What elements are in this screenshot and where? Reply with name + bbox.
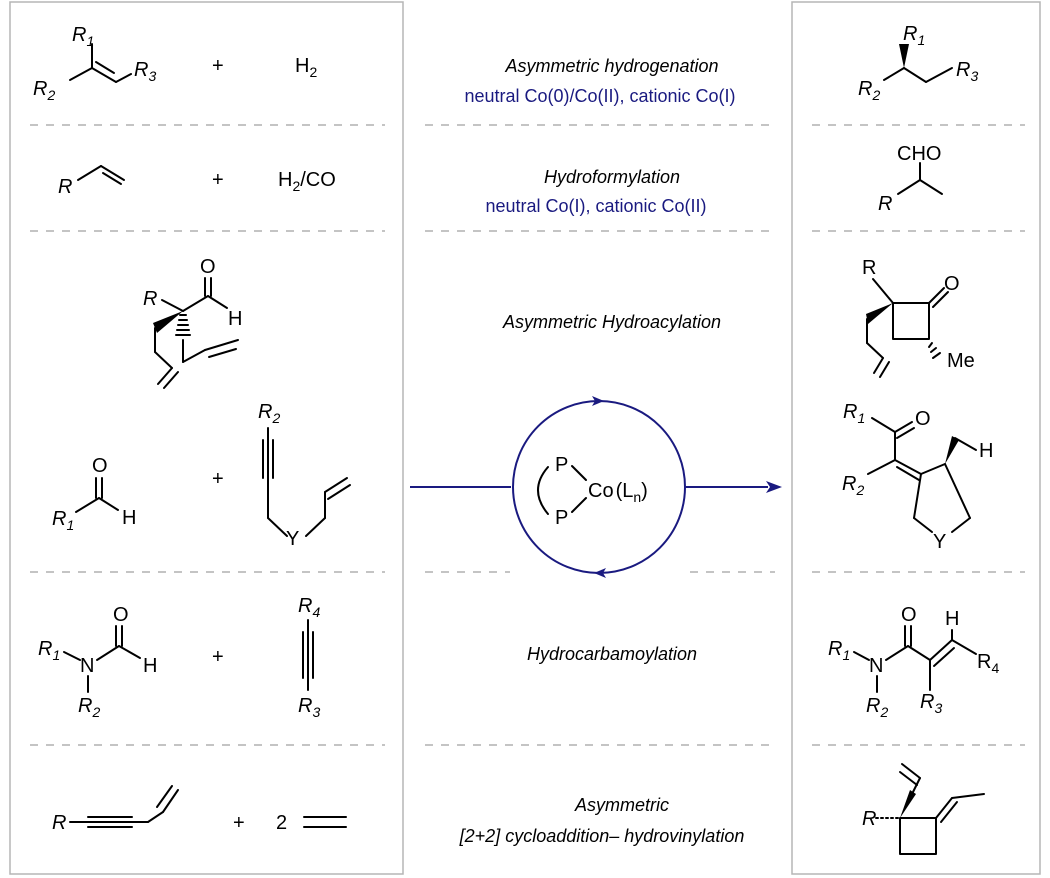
row1-reagent-h2: H2	[295, 55, 317, 80]
row2-reaction-name: Hydroformylation	[544, 167, 680, 187]
svg-text:H: H	[945, 608, 959, 630]
svg-text:R2: R2	[866, 695, 888, 720]
svg-text:P: P	[555, 454, 568, 476]
svg-text:R1: R1	[72, 24, 94, 49]
svg-text:Y: Y	[933, 531, 946, 553]
row1-plus: +	[212, 55, 224, 77]
svg-text:R4: R4	[977, 651, 999, 676]
svg-text:R2: R2	[842, 473, 864, 498]
row6-ethylene-count: 2	[276, 812, 287, 834]
svg-text:R: R	[52, 812, 66, 834]
svg-text:R2: R2	[33, 78, 55, 103]
row6-plus: +	[233, 812, 245, 834]
svg-text:R2: R2	[78, 695, 100, 720]
row-separators	[30, 124, 1025, 746]
arrow-head-icon	[766, 481, 782, 493]
svg-text:P: P	[555, 507, 568, 529]
svg-text:R1: R1	[38, 638, 60, 663]
svg-text:H: H	[979, 440, 993, 462]
svg-text:H: H	[228, 308, 242, 330]
row2-conditions: neutral Co(I), cationic Co(II)	[485, 196, 706, 216]
row5-formamide-substrate: R1 N R2 O H	[38, 604, 157, 720]
row4-bicyclic-enone-product: R1 O R2 Y H	[842, 401, 993, 553]
ethylene-icon	[303, 816, 347, 828]
row1-conditions: neutral Co(0)/Co(II), cationic Co(I)	[464, 86, 735, 106]
row6-enyne-substrate: R	[52, 785, 179, 834]
svg-text:O: O	[200, 256, 216, 278]
svg-text:O: O	[915, 408, 931, 430]
svg-text:R1: R1	[828, 638, 850, 663]
svg-text:R2: R2	[858, 78, 880, 103]
row4-aldehyde-substrate: O R1 H	[52, 455, 136, 533]
svg-text:R2: R2	[258, 401, 280, 426]
row6-cyclobutane-product: R	[862, 763, 985, 855]
svg-text:N: N	[869, 655, 883, 677]
product-panel	[791, 1, 1041, 875]
cycle-top-arrow-icon	[592, 396, 604, 406]
row5-reaction-name: Hydrocarbamoylation	[527, 644, 697, 664]
row5-acrylamide-product: R1 N R2 O R3 H R4	[828, 604, 999, 720]
svg-text:R1: R1	[843, 401, 865, 426]
svg-text:N: N	[80, 655, 94, 677]
svg-text:H: H	[122, 507, 136, 529]
cycle-bottom-arrow-icon	[594, 568, 606, 578]
svg-text:R4: R4	[298, 595, 320, 620]
svg-text:R3: R3	[920, 691, 942, 716]
row5-plus: +	[212, 646, 224, 668]
svg-text:R1: R1	[903, 23, 925, 48]
svg-text:R3: R3	[298, 695, 320, 720]
svg-text:O: O	[92, 455, 108, 477]
row1-alkene-substrate: R1 R2 R3	[33, 24, 156, 103]
svg-text:R1: R1	[52, 508, 74, 533]
svg-text:Co(Ln): Co(Ln)	[588, 480, 648, 505]
svg-text:Me: Me	[947, 350, 975, 372]
svg-text:R: R	[58, 176, 72, 198]
row3-dienal-substrate: R O H	[143, 256, 242, 389]
row4-plus: +	[212, 468, 224, 490]
svg-text:R: R	[862, 808, 876, 830]
row1-product: R1 R2 R3	[858, 23, 978, 103]
bisphosphine-backbone	[537, 466, 549, 515]
row6-reaction-name-line1: Asymmetric	[574, 795, 669, 815]
svg-text:R: R	[143, 288, 157, 310]
row2-reagent-syngas: H2/CO	[278, 169, 336, 194]
row2-aldehyde-product: CHO R	[878, 143, 943, 215]
row5-alkyne-substrate: R4 R3	[298, 595, 320, 720]
row2-alkene-substrate: R	[58, 165, 125, 198]
row6-reaction-name-line2: [2+2] cycloaddition– hydrovinylation	[459, 826, 745, 846]
svg-text:O: O	[944, 273, 960, 295]
row1-reaction-name: Asymmetric hydrogenation	[504, 56, 718, 76]
substrate-panel	[9, 1, 404, 875]
catalytic-cycle: P P Co(Ln)	[410, 396, 782, 578]
svg-text:R: R	[862, 257, 876, 279]
svg-text:R3: R3	[134, 59, 156, 84]
svg-text:Y: Y	[286, 528, 299, 550]
row3-reaction-name: Asymmetric Hydroacylation	[502, 312, 721, 332]
svg-text:CHO: CHO	[897, 143, 941, 165]
svg-text:H: H	[143, 655, 157, 677]
svg-text:R3: R3	[956, 59, 978, 84]
svg-text:O: O	[901, 604, 917, 626]
svg-text:R: R	[878, 193, 892, 215]
row2-plus: +	[212, 169, 224, 191]
svg-text:O: O	[113, 604, 129, 626]
row3-cyclobutanone-product: R O Me	[862, 257, 975, 378]
row4-enyne-substrate: R2 Y	[258, 401, 351, 550]
